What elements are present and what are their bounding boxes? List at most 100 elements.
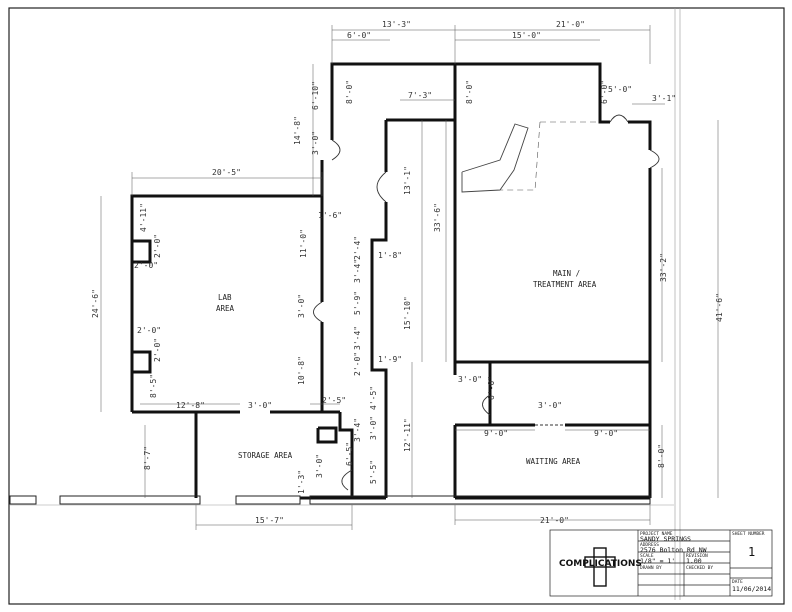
door-upper-left xyxy=(331,139,341,161)
dim-2-0-c: 2'-0" xyxy=(137,326,161,335)
dim-6-0-d: 6'-0" xyxy=(487,376,496,400)
dim-8-7: 8'-7" xyxy=(143,446,152,470)
dashed-counter-line-2 xyxy=(500,121,541,191)
logo-text: COMPLICATIONS xyxy=(559,559,642,569)
dim-3-0-c: 3'-0" xyxy=(458,375,482,384)
dim-33-6: 33'-6" xyxy=(433,203,442,232)
tb-date: 11/06/2014 xyxy=(732,585,771,593)
dim-6-10: 6'-10" xyxy=(311,81,320,110)
dim-3-0-f: 3'-0" xyxy=(538,401,562,410)
dim-13-3: 13'-3" xyxy=(382,20,411,29)
tb-scale: 1/8" = 1' xyxy=(640,557,675,565)
door-top-right xyxy=(609,114,629,123)
dim-2-5: 2'-5" xyxy=(322,396,346,405)
title-block xyxy=(549,529,773,597)
dim-24-6: 24'-6" xyxy=(91,289,100,318)
dim-5-9: 5'-9" xyxy=(353,291,362,315)
storage-right xyxy=(338,412,354,470)
dim-12-11: 12'-11" xyxy=(403,418,412,452)
corridor-left-mid xyxy=(370,202,388,498)
dim-3-0-e: 3'-0" xyxy=(369,416,378,440)
dim-2-0-e: 2'-0" xyxy=(353,352,362,376)
dim-20-5: 20'-5" xyxy=(212,168,241,177)
dim-4-5: 4'-5" xyxy=(369,386,378,410)
tb-address: 2576 Bolton Rd NW xyxy=(640,546,707,554)
tb-address-label: ADDRESS xyxy=(640,542,659,548)
door-bath xyxy=(482,394,491,416)
dimension-lines xyxy=(100,25,719,530)
dim-11-0: 11'-0" xyxy=(299,229,308,258)
main-area-label-2: TREATMENT AREA xyxy=(533,280,597,289)
dim-3-0-d: 3'-0" xyxy=(248,401,272,410)
dim-15-7: 15'-7" xyxy=(255,516,284,525)
dim-1-3: 1'-3" xyxy=(297,470,306,494)
storage-area-label: STORAGE AREA xyxy=(238,451,293,460)
lab-area-label-1: LAB xyxy=(218,293,232,302)
tb-date-label: DATE xyxy=(732,579,743,585)
dim-2-0-d: 2'-0" xyxy=(153,338,162,362)
dim-1-6: 1'-6" xyxy=(318,211,342,220)
top-wall-right xyxy=(455,62,610,124)
dim-12-8: 12'-8" xyxy=(176,401,205,410)
storage-inner xyxy=(316,426,338,444)
main-area-label-1: MAIN / xyxy=(553,269,580,278)
dim-3-0-b: 3'-0" xyxy=(297,294,306,318)
door-lab xyxy=(313,301,323,323)
lab-area-label-2: AREA xyxy=(216,304,235,313)
dim-1-9: 1'-9" xyxy=(378,355,402,364)
lab-niche-lower xyxy=(132,350,152,374)
dim-5-5: 5'-5" xyxy=(369,460,378,484)
dim-10-8: 10'-8" xyxy=(297,356,306,385)
tb-checked-label: CHECKED BY xyxy=(686,565,713,571)
dim-8-0-c: 8'-0" xyxy=(657,444,666,468)
dim-2-0-b: 2'-0" xyxy=(153,234,162,258)
dim-21-0-bot: 21'-0" xyxy=(540,516,569,525)
dim-9-0-b: 9'-0" xyxy=(594,429,618,438)
ground-walls xyxy=(9,495,651,505)
door-main-right xyxy=(649,149,660,169)
tb-sheet-label: SHEET NUMBER xyxy=(732,531,765,537)
dim-6-0-r: 6'-0" xyxy=(600,80,609,104)
tb-revision-label: REVISION xyxy=(686,553,708,559)
dim-14-8: 14'-8" xyxy=(293,116,302,145)
dim-21-0-top: 21'-0" xyxy=(556,20,585,29)
lab-niche-upper xyxy=(132,239,152,264)
dim-3-1: 3'-1" xyxy=(652,94,676,103)
dim-13-1: 13'-1" xyxy=(403,166,412,195)
dim-3-0-g: 3'-0" xyxy=(315,454,324,478)
dim-5-0-r: 5'-0" xyxy=(608,85,632,94)
complications-logo: COMPLICATIONS xyxy=(559,547,642,587)
tb-drawn-label: DRAWN BY xyxy=(640,565,662,571)
dim-2-0-a: 2'-0" xyxy=(134,261,158,270)
door-storage xyxy=(341,469,353,491)
door-swings xyxy=(313,114,660,491)
dim-9-0-a: 9'-0" xyxy=(484,429,508,438)
dim-41-6: 41'-6" xyxy=(715,293,724,322)
sheet-border xyxy=(8,7,785,605)
door-corridor-upper xyxy=(376,171,387,203)
dim-1-8: 1'-8" xyxy=(378,251,402,260)
dim-8-5: 8'-5" xyxy=(149,374,158,398)
dim-7-3: 7'-3" xyxy=(408,91,432,100)
dim-2-4: 2'-4" xyxy=(353,236,362,260)
dim-33-2: 33'-2" xyxy=(659,253,668,282)
dim-3-4-b: 3'-4" xyxy=(353,326,362,350)
dim-6-5: 6'-5" xyxy=(345,442,354,466)
top-right-jog xyxy=(628,120,652,150)
reception-counter xyxy=(461,123,529,193)
dim-4-11: 4'-11" xyxy=(139,203,148,232)
dim-8-0-b: 8'-0" xyxy=(465,80,474,104)
tb-sheet-number: 1 xyxy=(748,545,755,559)
dim-3-0-a: 3'-0" xyxy=(311,131,320,155)
dim-8-0-a: 8'-0" xyxy=(345,80,354,104)
dim-3-4: 3'-4" xyxy=(353,259,362,283)
dim-15-0: 15'-0" xyxy=(512,31,541,40)
tb-project-name: SANDY SPRINGS xyxy=(640,535,691,543)
dim-15-10: 15'-10" xyxy=(403,296,412,330)
tb-project-label: PROJECT NAME xyxy=(640,531,673,537)
waiting-area-label: WAITING AREA xyxy=(526,457,581,466)
tb-revision: 1.00 xyxy=(686,557,702,565)
dim-6-0: 6'-0" xyxy=(347,31,371,40)
dim-3-4-c: 3'-4" xyxy=(353,418,362,442)
